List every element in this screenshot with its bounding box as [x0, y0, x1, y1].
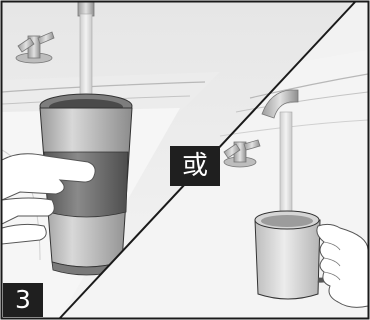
step-number-badge: 3 [3, 283, 43, 317]
right-water-stream [280, 112, 292, 216]
or-divider-badge: 或 [170, 146, 220, 186]
